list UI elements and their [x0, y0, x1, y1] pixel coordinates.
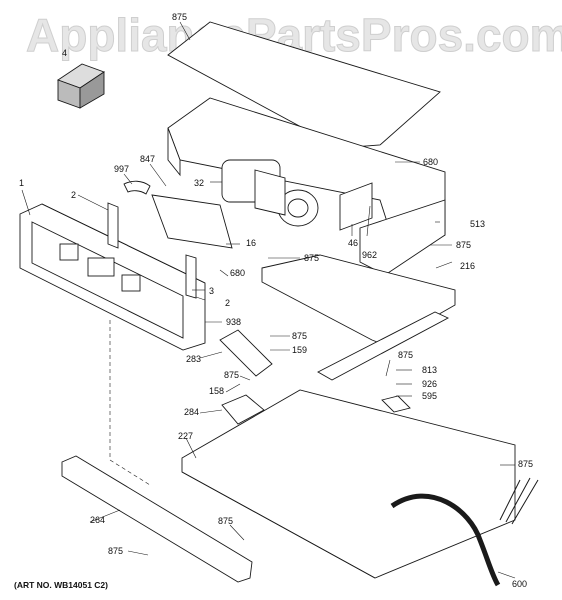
bracket-283 — [219, 329, 273, 377]
callout: 875 — [304, 253, 319, 263]
callout: 32 — [194, 178, 204, 188]
callout: 875 — [108, 546, 123, 556]
callout: 875 — [398, 350, 413, 360]
cabinet-right-side — [359, 199, 446, 276]
callout: 284 — [184, 407, 199, 417]
callout: 46 — [348, 238, 358, 248]
callout: 875 — [518, 459, 533, 469]
bracket-997 — [123, 180, 151, 195]
callout: 283 — [186, 354, 201, 364]
relay-board — [151, 194, 233, 249]
cabinet-left-wall — [167, 127, 181, 177]
bracket-right — [185, 254, 197, 299]
callout: 875 — [224, 370, 239, 380]
callout: 159 — [292, 345, 307, 355]
callout: 997 — [114, 164, 129, 174]
callout: 875 — [172, 12, 187, 22]
callout: 16 — [246, 238, 256, 248]
callout: 680 — [423, 157, 438, 167]
callout: 595 — [422, 391, 437, 401]
callout: 227 — [178, 431, 193, 441]
callout: 600 — [512, 579, 527, 589]
callout: 875 — [456, 240, 471, 250]
shelf-strip — [317, 311, 450, 381]
control-board — [339, 182, 373, 231]
callout: 926 — [422, 379, 437, 389]
bracket-left — [107, 202, 119, 249]
callout: 938 — [226, 317, 241, 327]
art-number: (ART NO. WB14051 C2) — [14, 580, 108, 590]
callout: 2 — [71, 190, 76, 200]
callout: 4 — [62, 48, 67, 58]
callout-labels: 875 4 680 513 875 216 46 962 875 1 2 3 2… — [19, 12, 533, 589]
trim-strip — [61, 455, 253, 583]
callout: 1 — [19, 178, 24, 188]
callout: 875 — [218, 516, 233, 526]
callout: 216 — [460, 261, 475, 271]
callout: 158 — [209, 386, 224, 396]
bracket-595 — [381, 395, 411, 413]
shelf-panel — [261, 254, 456, 346]
bracket-284 — [221, 394, 265, 425]
power-cord — [390, 493, 501, 587]
dashed-guide — [109, 320, 151, 486]
control-panel — [19, 203, 206, 351]
cooling-fan-assembly — [221, 159, 319, 227]
callout: 680 — [230, 268, 245, 278]
callout: 847 — [140, 154, 155, 164]
callout: 875 — [292, 331, 307, 341]
packaging-box-icon — [57, 63, 105, 109]
callout: 813 — [422, 365, 437, 375]
callout: 513 — [470, 219, 485, 229]
callout: 2 — [225, 298, 230, 308]
callout: 264 — [90, 515, 105, 525]
callout: 962 — [362, 250, 377, 260]
callout: 3 — [209, 286, 214, 296]
